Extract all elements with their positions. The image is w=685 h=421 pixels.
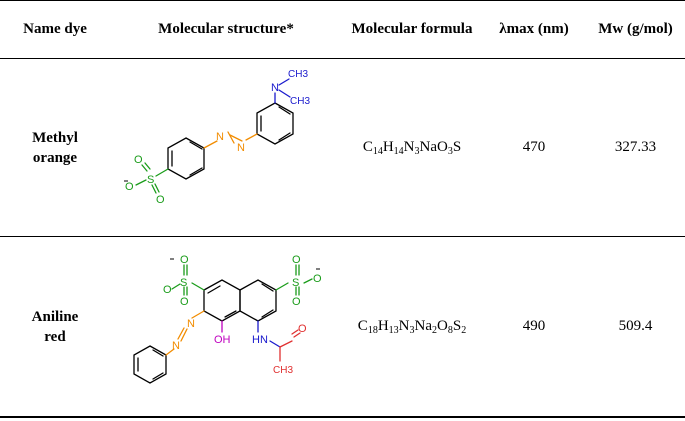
header-molecular-structure: Molecular structure* <box>158 20 294 37</box>
header-name-dye: Name dye <box>23 20 87 37</box>
amide-nh-label: HN <box>252 334 268 346</box>
mw-methyl-orange: 327.33 <box>614 139 657 155</box>
formula-aniline-red: C18H13N3Na2O8S2 <box>342 237 482 416</box>
ch3-bottom-label: CH3 <box>290 96 310 107</box>
header-molecular-formula: Molecular formula <box>351 20 473 37</box>
dye-name-line1: Aniline <box>31 308 79 325</box>
header-rule <box>0 58 685 59</box>
dye-name-aniline-red: Aniline red <box>0 237 110 416</box>
oxygen-left-label: O <box>125 181 134 193</box>
oxygen-left-bottom-label: O <box>180 296 189 308</box>
hydroxyl-label: OH <box>214 334 231 346</box>
ch3-top-label: CH3 <box>288 69 308 80</box>
methyl-orange-structure-svg: N N N CH3 CH3 S O O O <box>124 69 310 206</box>
sulfur-left-label: S <box>180 277 187 289</box>
oxygen-right-top-label: O <box>292 254 301 266</box>
aniline-red-structure-svg: S O O O S O O O N N OH HN O CH3 <box>133 254 322 384</box>
azo-n2-label: N <box>172 340 180 352</box>
oxygen-right-side-label: O <box>313 273 322 285</box>
oxygen-top-label: O <box>134 154 143 166</box>
oxygen-left-side-label: O <box>163 284 172 296</box>
formula-text: C18H13N3Na2O8S2 <box>357 317 467 336</box>
mw-aniline-red: 509.4 <box>618 318 653 334</box>
formula-text: C14H14N3NaO3S <box>362 138 462 157</box>
top-rule <box>0 0 685 1</box>
azo-n1-label: N <box>216 131 224 143</box>
lambda-methyl-orange: 470 <box>522 139 546 155</box>
dye-name-methyl-orange: Methyl orange <box>0 59 110 236</box>
header-molecular-weight: Mw (g/mol) <box>598 20 673 37</box>
structure-methyl-orange: N N N CH3 CH3 S O O O <box>110 59 342 236</box>
structure-aniline-red: S O O O S O O O N N OH HN O CH3 <box>110 237 342 416</box>
dimethylamino-n-label: N <box>271 82 279 94</box>
oxygen-right-bottom-label: O <box>292 296 301 308</box>
dye-name-line2: orange <box>32 149 78 166</box>
sulfur-label: S <box>147 174 154 186</box>
acetyl-ch3-label: CH3 <box>273 365 293 376</box>
oxygen-bottom-label: O <box>156 194 165 206</box>
lambda-aniline-red: 490 <box>522 318 546 334</box>
formula-methyl-orange: C14H14N3NaO3S <box>342 59 482 236</box>
sulfur-right-label: S <box>292 277 299 289</box>
bottom-rule <box>0 416 685 418</box>
oxygen-left-top-label: O <box>180 254 189 266</box>
dye-name-line1: Methyl <box>32 129 78 146</box>
carbonyl-oxygen-label: O <box>298 323 307 335</box>
azo-n1-label: N <box>187 318 195 330</box>
azo-n2-label: N <box>237 142 245 154</box>
row-divider <box>0 236 685 237</box>
dye-name-line2: red <box>44 328 66 345</box>
header-lambda-max: λmax (nm) <box>499 20 569 37</box>
